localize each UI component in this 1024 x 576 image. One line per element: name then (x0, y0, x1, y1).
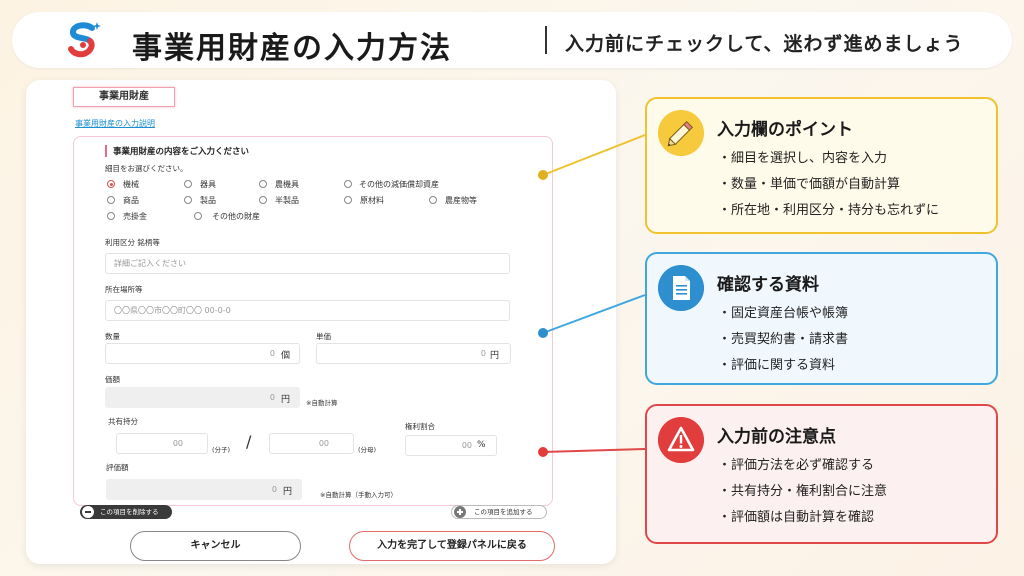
radio-label-machine: 機械 (123, 180, 139, 189)
panel-list: 評価方法を必ず確認する 共有持分・権利割合に注意 評価額は自動計算を確認 (718, 456, 887, 534)
warning-icon (658, 417, 704, 463)
radio-semi-products[interactable] (259, 196, 267, 204)
unit-price-input[interactable]: 0 (316, 343, 511, 364)
radio-label-receivables: 売掛金 (123, 212, 147, 221)
panel-title: 入力欄のポイント (717, 120, 853, 140)
quantity-label: 数量 (105, 332, 120, 341)
quantity-input[interactable]: 0 (105, 343, 300, 364)
location-input[interactable]: 〇〇県〇〇市〇〇町〇〇 00-0-0 (105, 300, 510, 321)
add-item-button[interactable]: この項目を追加する (451, 505, 547, 519)
tips-panel: 入力欄のポイント 細目を選択し、内容を入力 数量・単価で価額が自動計算 所在地・… (645, 97, 998, 234)
plus-circle-icon (454, 506, 466, 518)
unit-price-unit: 円 (490, 351, 500, 361)
radio-receivables[interactable] (107, 212, 115, 220)
select-prompt: 細目をお選びください。 (105, 164, 188, 173)
rights-label: 権利割合 (405, 422, 435, 431)
price-auto-note: ※自動計算 (306, 399, 338, 407)
cancel-button[interactable]: キャンセル (130, 531, 301, 561)
panel-list: 固定資産台帳や帳簿 売買契約書・請求書 評価に関する資料 (718, 304, 848, 382)
page-subtitle: 入力前にチェックして、迷わず進めましょう (565, 33, 964, 55)
share-numerator-unit: (分子) (212, 446, 231, 454)
section-tab-label: 事業用財産 (73, 87, 175, 107)
radio-label-raw-materials: 原材料 (360, 196, 384, 205)
list-item: 売買契約書・請求書 (718, 330, 848, 356)
list-item: 数量・単価で価額が自動計算 (718, 175, 939, 201)
radio-label-farm-machine: 農機具 (275, 180, 299, 189)
panel-title: 入力前の注意点 (717, 427, 836, 447)
rights-input[interactable]: 00 (405, 435, 497, 456)
valuation-auto-note: ※自動計算（手動入力可） (320, 491, 397, 499)
list-item: 評価額は自動計算を確認 (718, 508, 887, 534)
share-denominator-input[interactable]: 00 (269, 433, 354, 454)
radio-other-depreciable[interactable] (344, 180, 352, 188)
valuation-input[interactable]: 0 (106, 479, 302, 500)
radio-label-farm-products: 農産物等 (445, 196, 477, 205)
cautions-panel: 入力前の注意点 評価方法を必ず確認する 共有持分・権利割合に注意 評価額は自動計… (645, 404, 998, 544)
header-bar: 事業用財産の入力方法 入力前にチェックして、迷わず進めましょう (12, 12, 1012, 68)
usage-input[interactable]: 詳細ご記入ください (105, 253, 510, 274)
price-output: 0 (105, 387, 300, 408)
location-label: 所在場所等 (105, 285, 143, 294)
radio-tool[interactable] (184, 180, 192, 188)
quantity-unit: 個 (281, 351, 291, 361)
radio-goods[interactable] (107, 196, 115, 204)
panel-title: 確認する資料 (717, 275, 819, 295)
radio-other-property[interactable] (194, 212, 202, 220)
share-label: 共有持分 (108, 417, 138, 426)
radio-farm-machine[interactable] (259, 180, 267, 188)
price-label: 価額 (105, 375, 120, 384)
valuation-unit: 円 (283, 487, 293, 497)
radio-label-products: 製品 (200, 196, 216, 205)
valuation-label: 評価額 (106, 463, 129, 472)
list-item: 評価方法を必ず確認する (718, 456, 887, 482)
panel-list: 細目を選択し、内容を入力 数量・単価で価額が自動計算 所在地・利用区分・持分も忘… (718, 149, 939, 227)
minus-circle-icon (82, 506, 94, 518)
list-item: 細目を選択し、内容を入力 (718, 149, 939, 175)
rights-unit: % (477, 440, 486, 450)
share-numerator-input[interactable]: 00 (116, 433, 208, 454)
help-link[interactable]: 事業用財産の入力説明 (75, 119, 155, 128)
section-title: 事業用財産の内容をご入力ください (105, 145, 249, 157)
add-item-label: この項目を追加する (474, 508, 533, 516)
radio-label-other-depreciable: その他の減価償却資産 (359, 180, 439, 189)
radio-label-tool: 器具 (200, 180, 216, 189)
list-item: 固定資産台帳や帳簿 (718, 304, 848, 330)
document-icon (658, 265, 704, 311)
unit-price-label: 単価 (316, 332, 331, 341)
header-divider (545, 26, 547, 54)
price-unit: 円 (281, 395, 291, 405)
radio-raw-materials[interactable] (344, 196, 352, 204)
fraction-slash: / (246, 432, 252, 451)
share-denominator-unit: (分母) (358, 446, 377, 454)
list-item: 所在地・利用区分・持分も忘れずに (718, 201, 939, 227)
delete-item-label: この項目を削除する (100, 508, 159, 516)
radio-label-goods: 商品 (123, 196, 139, 205)
list-item: 評価に関する資料 (718, 356, 848, 382)
documents-panel: 確認する資料 固定資産台帳や帳簿 売買契約書・請求書 評価に関する資料 (645, 252, 998, 385)
delete-item-button[interactable]: この項目を削除する (80, 505, 172, 519)
pencil-icon (658, 110, 704, 156)
page-title: 事業用財産の入力方法 (132, 31, 452, 66)
brand-logo-icon (68, 22, 101, 58)
radio-machine[interactable] (107, 180, 115, 188)
radio-products[interactable] (184, 196, 192, 204)
radio-farm-products[interactable] (429, 196, 437, 204)
usage-label: 利用区分 銘柄等 (105, 238, 160, 247)
list-item: 共有持分・権利割合に注意 (718, 482, 887, 508)
radio-label-other-property: その他の財産 (212, 212, 260, 221)
radio-label-semi-products: 半製品 (275, 196, 299, 205)
complete-input-button[interactable]: 入力を完了して登録パネルに戻る (349, 531, 555, 561)
